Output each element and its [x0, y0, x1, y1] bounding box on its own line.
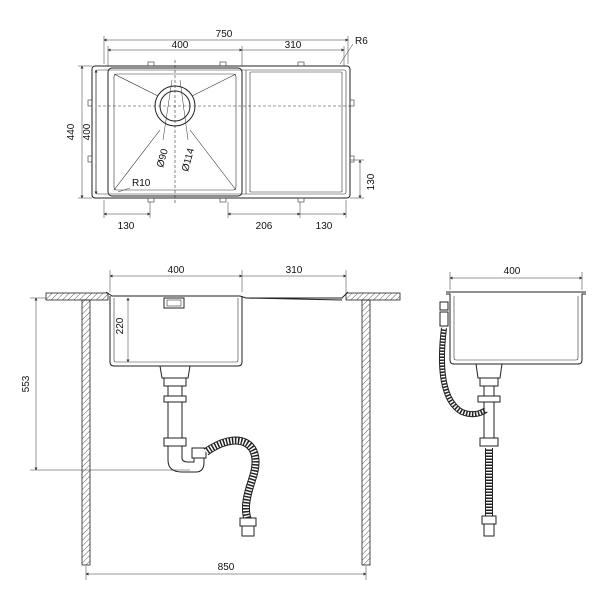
dim-total-height: 553 — [21, 375, 32, 392]
dim-bowl-width: 400 — [172, 40, 189, 51]
front-bowl — [109, 296, 243, 367]
dim-side-bowl-depth: 400 — [504, 266, 521, 277]
dim-bowl-height: 220 — [115, 317, 126, 334]
dim-overall-width: 750 — [216, 29, 233, 40]
dim-drain-outer: Ø114 — [180, 147, 197, 173]
overflow-slot — [163, 297, 185, 309]
cabinet-wall-left — [81, 299, 91, 566]
countertop-right — [345, 292, 401, 301]
dim-bowl-corner-radius: R10 — [132, 178, 151, 189]
drainboard — [249, 71, 343, 193]
dim-overall-depth: 440 — [66, 123, 77, 140]
dim-drainboard-width: 310 — [285, 40, 302, 51]
sink-inner-rim — [95, 69, 347, 195]
sink-outline — [91, 65, 351, 199]
dim-drain-inner: Ø90 — [155, 147, 171, 169]
mounting-clips — [87, 61, 355, 203]
dim-cabinet-width: 850 — [218, 562, 235, 573]
drain-assembly — [159, 365, 260, 537]
front-view: 400 310 220 553 — [21, 265, 401, 580]
dim-corner-radius: R6 — [355, 36, 368, 47]
dim-right-offset: 130 — [316, 221, 333, 232]
dim-front-drainboard-width: 310 — [286, 265, 303, 276]
dim-mid-spacing: 206 — [256, 221, 273, 232]
side-view: 400 — [438, 266, 586, 537]
dim-bowl-depth: 400 — [82, 123, 93, 140]
dim-front-bowl-width: 400 — [168, 265, 185, 276]
dim-right-vertical: 130 — [366, 173, 377, 190]
top-view: 750 R6 400 310 440 400 Ø90 Ø114 R10 130 — [66, 29, 377, 232]
cabinet-wall-right — [361, 299, 371, 566]
countertop-left — [45, 292, 109, 301]
dim-left-offset: 130 — [118, 221, 135, 232]
